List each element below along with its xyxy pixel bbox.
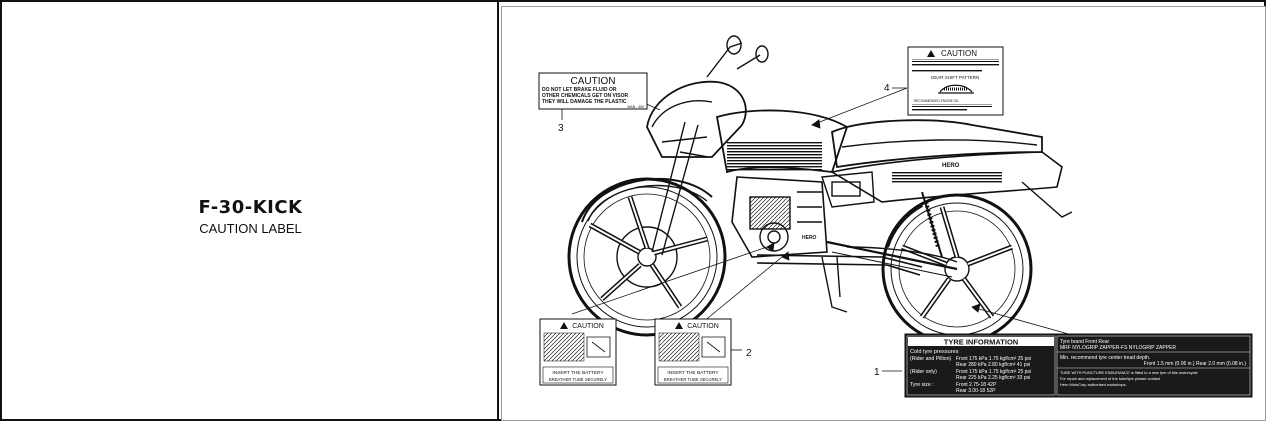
tank-label-section: GEAR SHIFT PATTERN [931,75,980,80]
diagram-panel: HERO HERO [501,6,1266,421]
battery-left-footer-2: BREATHER TUBE SECURELY [549,377,607,382]
tyre-label-brand-head: Tyre brand Front Rear [1060,339,1110,345]
part-name: CAUTION LABEL [199,221,302,236]
battery-right-footer-2: BREATHER TUBE SECURELY [664,377,722,382]
tyre-label-brand-row: MRF NYLOGRIP ZAPPER-FS NYLOGRIP ZAPPER [1060,345,1176,351]
tank-brand-decal: HERO [942,163,960,169]
tyre-label-depth-row: Front 1.5 mm (0.06 in.) Rear 2.0 mm (0.0… [1144,361,1247,367]
battery-caution-label-left: CAUTION INSERT THE BATTERY BREATHER TUBE… [539,318,617,386]
tyre-label-rear-1: Rear 280 kPa 2.80 kgf/cm² 41 psi [956,362,1030,368]
motorcycle-diagram: HERO HERO [501,6,1266,421]
visor-label-line-2: OTHER CHEMICALS GET ON VISOR [542,93,629,99]
tyre-label-note-2: For repair and replacement of the tube/t… [1060,376,1161,381]
tyre-label-front-2: Front 175 kPa 1.75 kgf/cm² 25 psi [956,369,1031,375]
battery-caution-label-right: CAUTION INSERT THE BATTERY BREATHER TUBE… [654,318,732,386]
battery-left-title: CAUTION [572,323,604,330]
callout-3: 3 [558,123,564,134]
visor-label-line-3: THEY WILL DAMAGE THE PLASTIC [542,99,627,105]
tyre-label-rider-only: (Rider only) [910,369,937,375]
tyre-label-title: TYRE INFORMATION [944,338,1018,347]
battery-left-footer-1: INSERT THE BATTERY [552,370,604,376]
tyre-label-rider-pillion: (Rider and Pillion) [910,356,952,362]
tank-caution-label: CAUTION GEAR SHIFT PATTERN RECOMMENDED E… [907,46,1004,116]
tyre-label-note-3: Hero MotoCorp authorised workshops. [1060,382,1127,387]
visor-label-code: MAB - 400 [627,105,644,109]
visor-label-line-1: DO NOT LET BRAKE FLUID OR [542,87,617,93]
tyre-label-note-1: TUBE WITH PUNCTURE ENDURANCE is fitted t… [1060,370,1198,375]
tyre-label-front-1: Front 175 kPa 1.75 kgf/cm² 25 psi [956,356,1031,362]
callout-1: 1 [874,367,880,378]
battery-right-title: CAUTION [687,323,719,330]
visor-label-title: CAUTION [571,76,616,87]
part-info-panel: F-30-KICK CAUTION LABEL [2,2,499,419]
tyre-label-depth-head: Min. recommend tyre center tread depth. [1060,355,1150,361]
tyre-label-size: Tyre size : [910,382,934,388]
callout-2: 2 [746,348,752,359]
visor-caution-label: CAUTION DO NOT LET BRAKE FLUID OR OTHER … [538,72,648,110]
diagram-svg: HERO HERO [538,35,1253,398]
callout-4: 4 [884,83,890,94]
tyre-label-rear-2: Rear 225 kPa 2.25 kgf/cm² 33 psi [956,375,1030,381]
bike-body [581,35,1073,313]
tyre-information-label: TYRE INFORMATION Cold tyre pressures (Ri… [904,333,1253,398]
battery-right-footer-1: INSERT THE BATTERY [667,370,719,376]
part-code: F-30-KICK [198,197,303,218]
engine-brand-decal: HERO [802,235,817,241]
tyre-label-size-front: Front 2.75-18 42P [956,382,997,388]
tyre-label-size-rear: Rear 3.00-18 52P [956,388,996,394]
tank-label-title: CAUTION [941,49,977,58]
tyre-label-cold: Cold tyre pressures [910,349,959,355]
tank-label-recommended: RECOMMENDED ENGINE OIL [914,99,959,103]
front-wheel [567,177,727,337]
